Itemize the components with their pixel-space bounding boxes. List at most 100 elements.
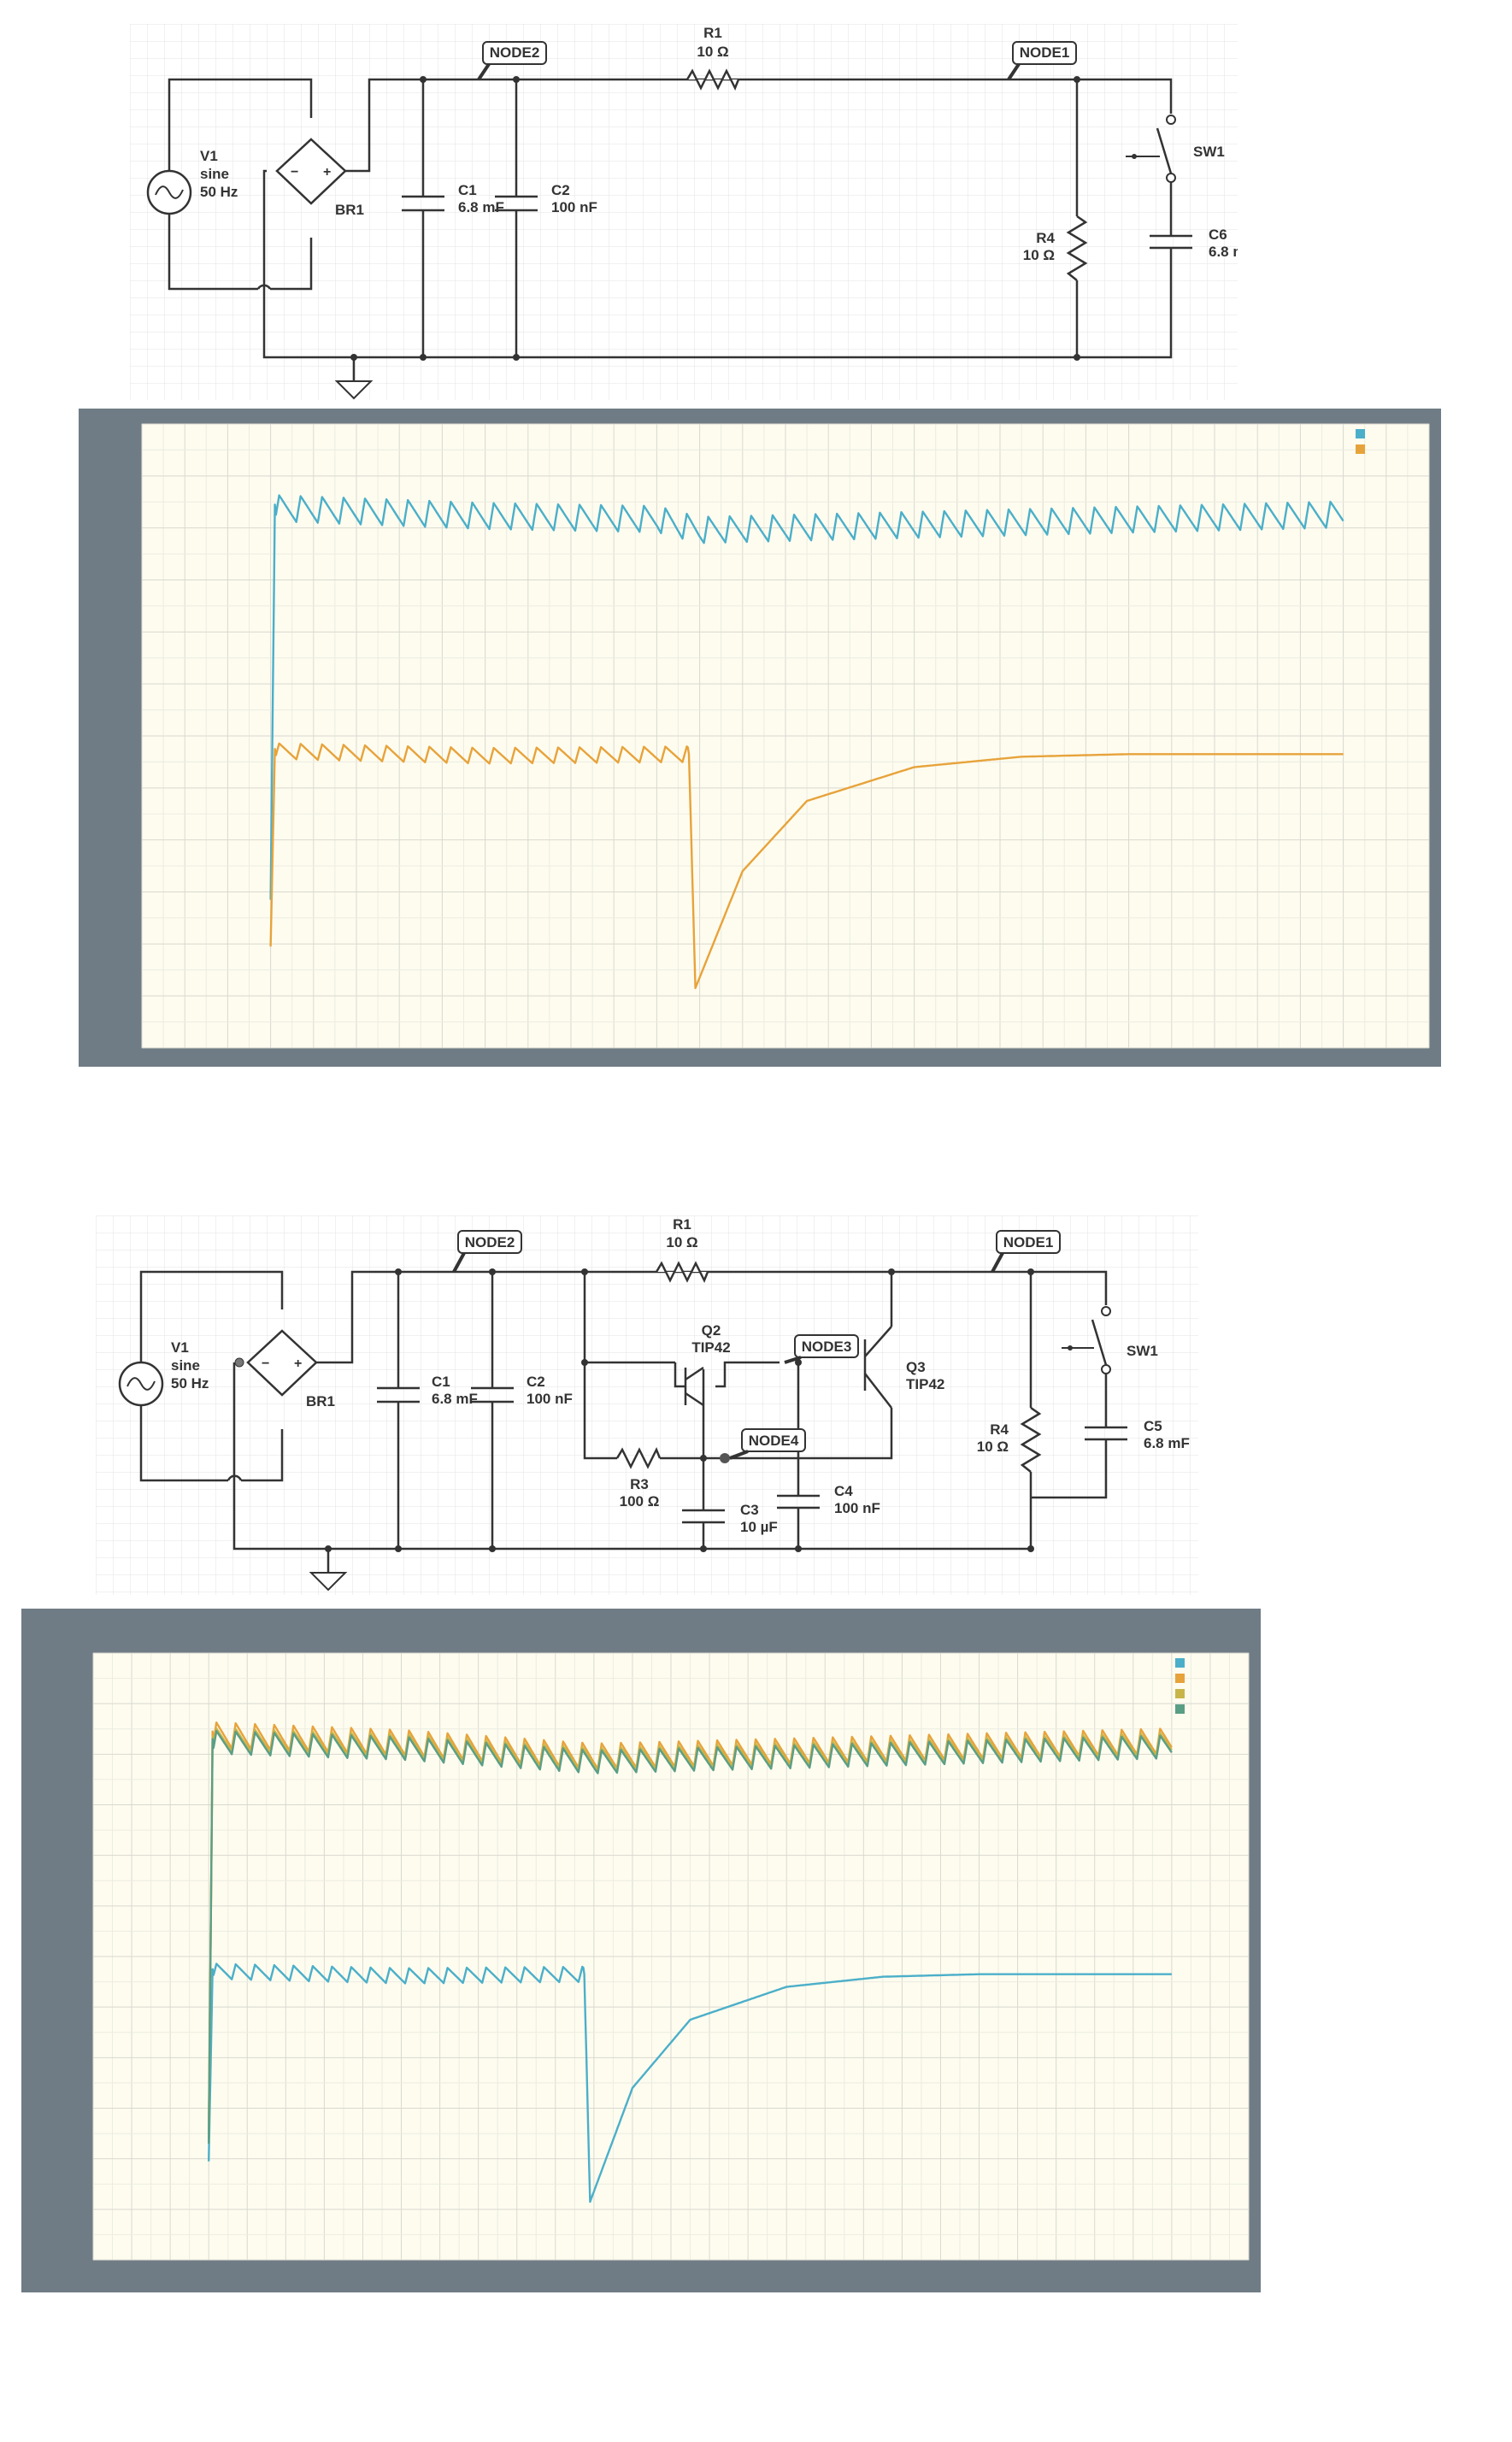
c6-value: 6.8 mF xyxy=(1209,244,1238,260)
c1-name: C1 xyxy=(432,1374,450,1390)
c6-name: C6 xyxy=(1209,227,1227,243)
q3-transistor-symbol xyxy=(863,1326,892,1409)
legend-swatch xyxy=(1175,1689,1185,1698)
schematic-2-wires xyxy=(139,1270,1108,1573)
r1-resistor-symbol xyxy=(685,68,740,91)
c2-name: C2 xyxy=(551,182,570,198)
schematic-2: − + xyxy=(96,1215,1198,1595)
y-gridlines xyxy=(93,1652,1249,2261)
series-line-vnode1 xyxy=(208,1962,1172,2204)
transient-plot-2-canvas xyxy=(92,1652,1250,2261)
schematic-1-wires xyxy=(168,78,1173,381)
node1-tag: NODE1 xyxy=(991,1230,1061,1273)
series-line-vnode4 xyxy=(208,1729,1173,2144)
c1-value: 6.8 mF xyxy=(458,199,504,215)
q2-value: TIP42 xyxy=(691,1339,730,1356)
svg-text:+: + xyxy=(294,1356,302,1371)
br1-label: BR1 xyxy=(306,1393,335,1409)
schematic-2-canvas: − + xyxy=(96,1215,1198,1595)
c4-name: C4 xyxy=(834,1483,853,1499)
legend-swatch xyxy=(1175,1704,1185,1714)
q3-name: Q3 xyxy=(906,1359,926,1375)
legend-swatch xyxy=(1356,444,1365,454)
r1-resistor-symbol xyxy=(655,1261,709,1284)
c2-name: C2 xyxy=(527,1374,545,1390)
c2-value: 100 nF xyxy=(527,1391,573,1407)
schematic-1: − + NODE2 xyxy=(130,24,1255,400)
node2-label: NODE2 xyxy=(465,1234,515,1250)
c1-value: 6.8 mF xyxy=(432,1391,478,1407)
sw1-switch-symbol xyxy=(1062,1306,1111,1374)
v1-name: V1 xyxy=(200,148,218,164)
br1-bridge-symbol: − + xyxy=(275,138,347,205)
c4-value: 100 nF xyxy=(834,1500,880,1516)
sw1-switch-symbol xyxy=(1126,115,1176,183)
br1-bridge-symbol: − + xyxy=(234,1329,318,1397)
ground-icon xyxy=(334,380,374,400)
series-line-vnode2 xyxy=(269,494,1344,900)
ground-icon xyxy=(309,1572,348,1592)
r1-name: R1 xyxy=(703,25,722,41)
transient-plot-1-canvas xyxy=(141,423,1430,1049)
schematic-grid xyxy=(130,24,1238,400)
q2-transistor-symbol xyxy=(684,1366,704,1407)
series-line-vnode1 xyxy=(269,742,1344,990)
r1-name: R1 xyxy=(673,1216,691,1233)
node1-label: NODE1 xyxy=(1003,1234,1054,1250)
v1-type: sine xyxy=(171,1357,200,1374)
r3-value: 100 Ω xyxy=(620,1493,660,1509)
node1-label: NODE1 xyxy=(1020,44,1070,61)
c3-value: 10 µF xyxy=(740,1519,778,1535)
junction-dots xyxy=(325,1268,1034,1552)
node3-tag: NODE3 xyxy=(784,1334,859,1364)
node2-tag: NODE2 xyxy=(452,1230,522,1273)
c5-name: C5 xyxy=(1144,1418,1162,1434)
node4-label: NODE4 xyxy=(749,1433,799,1449)
r4-value: 10 Ω xyxy=(977,1439,1009,1455)
svg-text:−: − xyxy=(262,1356,269,1371)
sine-wave-icon xyxy=(155,185,184,199)
v1-freq: 50 Hz xyxy=(171,1375,209,1392)
c3-name: C3 xyxy=(740,1502,759,1518)
c1-name: C1 xyxy=(458,182,477,198)
schematic-1-canvas: − + NODE2 xyxy=(130,24,1255,400)
junction-dots xyxy=(350,76,1080,361)
legend-swatch xyxy=(1175,1658,1185,1668)
v1-type: sine xyxy=(200,166,229,182)
capacitor-symbols xyxy=(402,195,1192,250)
r4-name: R4 xyxy=(1036,230,1055,246)
sw1-label: SW1 xyxy=(1127,1343,1158,1359)
sine-wave-icon xyxy=(126,1377,156,1391)
q2-name: Q2 xyxy=(702,1322,721,1339)
c5-value: 6.8 mF xyxy=(1144,1435,1190,1451)
r3-name: R3 xyxy=(630,1476,649,1492)
node3-label: NODE3 xyxy=(802,1339,852,1355)
svg-text:−: − xyxy=(291,165,298,179)
y-gridlines xyxy=(142,423,1429,1049)
v1-name: V1 xyxy=(171,1339,189,1356)
r3-resistor-symbol xyxy=(615,1446,662,1469)
v1-freq: 50 Hz xyxy=(200,184,238,200)
node2-label: NODE2 xyxy=(490,44,540,61)
r4-resistor-symbol xyxy=(1020,1406,1042,1473)
r4-resistor-symbol xyxy=(1066,215,1088,281)
schematic-grid xyxy=(96,1215,1198,1595)
transient-plot-1 xyxy=(79,409,1441,1067)
c2-value: 100 nF xyxy=(551,199,597,215)
legend xyxy=(1175,1658,1185,1714)
r1-value: 10 Ω xyxy=(666,1234,697,1250)
legend xyxy=(1356,429,1365,454)
svg-text:+: + xyxy=(323,165,331,179)
node1-tag: NODE1 xyxy=(1007,41,1077,81)
transient-plot-2 xyxy=(21,1609,1261,2292)
node4-tag: NODE4 xyxy=(729,1428,806,1460)
br1-label: BR1 xyxy=(335,202,364,218)
r1-value: 10 Ω xyxy=(697,44,728,60)
sw1-label: SW1 xyxy=(1193,144,1225,160)
legend-swatch xyxy=(1356,429,1365,438)
q3-value: TIP42 xyxy=(906,1376,944,1392)
capacitor-symbols xyxy=(377,1386,1127,1524)
legend-swatch xyxy=(1175,1674,1185,1683)
r4-value: 10 Ω xyxy=(1023,247,1055,263)
r4-name: R4 xyxy=(990,1421,1009,1438)
